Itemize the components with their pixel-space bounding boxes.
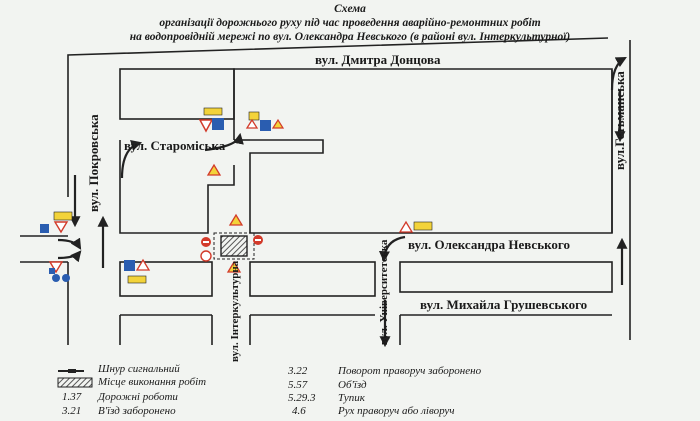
legend-46-text: Рух праворуч або ліворуч <box>338 405 455 417</box>
traffic-arrow-universytetska <box>378 235 406 263</box>
sign-group-nevskoho-west <box>124 258 151 284</box>
legend-137-code: 1.37 <box>62 391 82 403</box>
street-label-interkulturna: вул. Інтеркультурна <box>229 260 241 362</box>
legend-137-text: Дорожні роботи <box>98 391 178 403</box>
street-label-hrushevskoho: вул. Михайла Грушевського <box>420 297 588 312</box>
road-edge-top <box>67 37 609 197</box>
sign-group-pokrovska-top <box>40 211 73 234</box>
sign-group-staromiska-2 <box>245 111 285 131</box>
sign-group-pokrovska-bottom <box>48 261 70 282</box>
scheme-title-line2: організації дорожнього руху під час пров… <box>159 17 541 29</box>
traffic-arrow-left-turn-2 <box>57 250 82 263</box>
street-label-universytetska: вул. Університетська <box>378 239 390 345</box>
block-sw <box>119 261 213 297</box>
scheme-title-line3: на водопровідній мережі по вул. Олександ… <box>129 31 571 43</box>
legend-557-text: Об'їзд <box>338 379 367 391</box>
legend-5293-code: 5.29.3 <box>288 392 316 404</box>
legend-cord-text: Шнур сигнальний <box>98 363 180 375</box>
street-label-dontsova: вул. Дмитра Донцова <box>315 52 441 67</box>
block-s-center <box>249 261 376 297</box>
sign-worksite-south <box>226 260 242 273</box>
sign-group-nevskoho-east <box>398 220 433 233</box>
block-w <box>119 140 235 234</box>
legend-322-code: 3.22 <box>288 365 308 377</box>
traffic-arrow-interkulturna-turn <box>204 132 244 152</box>
traffic-arrow-hetmanska-top <box>610 56 627 91</box>
signal-cord <box>213 232 255 260</box>
block-se <box>399 261 613 293</box>
legend-worksite-swatch <box>57 377 93 388</box>
sign-worksite-north <box>228 213 244 226</box>
legend-321-text: В'їзд заборонено <box>98 405 176 417</box>
sign-worksite-east-noentry <box>253 235 263 245</box>
street-label-pokrovska: вул. Покровська <box>86 114 101 212</box>
legend-321-code: 3.21 <box>62 405 82 417</box>
block-center <box>233 68 613 234</box>
street-label-hetmanska: вул.Гетьманська <box>612 71 627 170</box>
street-label-nevskoho: вул. Олександра Невського <box>408 237 570 252</box>
sign-interkulturna-warning <box>206 163 222 176</box>
legend-46-code: 4.6 <box>292 405 306 417</box>
sign-group-staromiska-1 <box>198 107 224 133</box>
street-label-staromiska: вул. Староміська <box>124 138 226 153</box>
scheme-title-line1: Схема <box>334 3 366 15</box>
legend-557-code: 5.57 <box>288 379 308 391</box>
worksite-area <box>220 235 248 257</box>
sign-worksite-west-noentry <box>200 237 212 262</box>
legend-322-text: Поворот праворуч заборонено <box>338 365 482 377</box>
traffic-arrow-left-turn <box>57 237 82 250</box>
legend-5293-text: Тупик <box>338 392 365 404</box>
traffic-arrow-staromiska-left <box>120 140 143 179</box>
legend-worksite-text: Місце виконання робіт <box>98 376 207 388</box>
